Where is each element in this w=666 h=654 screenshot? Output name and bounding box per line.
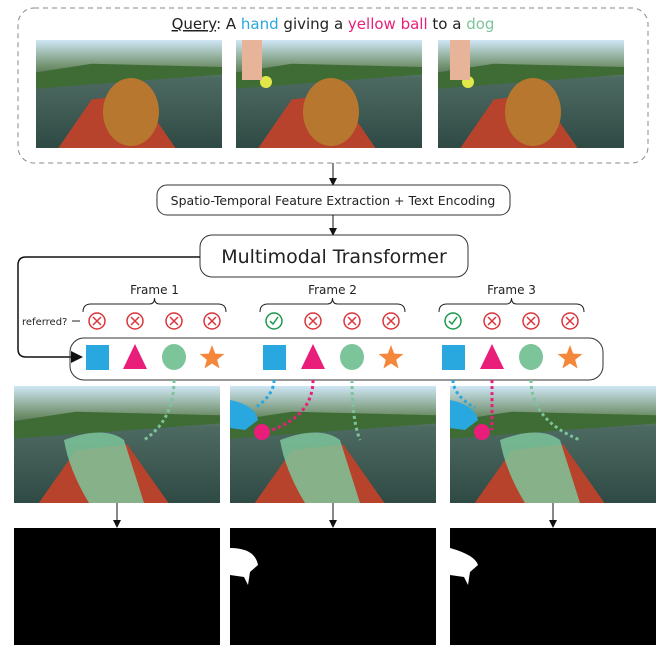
hand-mask [450, 548, 478, 585]
star-query [378, 345, 404, 369]
check-icon [265, 312, 283, 330]
frame-label: Frame 3 [487, 283, 536, 297]
dog [103, 78, 159, 146]
circle-query [340, 344, 364, 370]
output-arrow [17, 256, 200, 363]
frame-label: Frame 2 [308, 283, 357, 297]
dog-pointer [143, 379, 176, 442]
triangle-query [123, 344, 147, 369]
segmented-frame-1 [14, 386, 220, 503]
query-part: hand [241, 15, 279, 33]
dog-pointer [350, 379, 362, 441]
ball-pointer [271, 379, 315, 432]
square-query [86, 345, 109, 370]
query-text: Query: A hand giving a yellow ball to a … [172, 15, 495, 33]
cross-icon [304, 312, 322, 330]
dog [303, 78, 359, 146]
square-query [442, 345, 465, 370]
cross-icon [382, 312, 400, 330]
cross-icon [483, 312, 501, 330]
check-icon [444, 312, 462, 330]
dog-pointer [529, 379, 581, 442]
frame-label: Frame 1 [130, 283, 179, 297]
cross-icon [343, 312, 361, 330]
frame-brace [259, 297, 406, 313]
star-query [557, 345, 583, 369]
hand-mask-overlay [230, 400, 258, 430]
star-query [199, 345, 225, 369]
cross-icon [126, 312, 144, 330]
triangle-query [480, 344, 504, 369]
query-part: giving a [279, 15, 348, 33]
query-part: : A [216, 15, 241, 33]
binary-mask-3 [450, 528, 656, 645]
binary-mask-2 [230, 528, 436, 645]
circle-query [162, 344, 186, 370]
binary-mask-1 [14, 528, 220, 645]
ball-mask-overlay [474, 424, 490, 440]
multimodal-transformer-box [199, 234, 469, 278]
circle-query [519, 344, 543, 370]
cross-icon [165, 312, 183, 330]
cross-icon [522, 312, 540, 330]
dog-mask-overlay [280, 432, 360, 503]
hand-mask [230, 548, 258, 585]
cross-icon [88, 312, 106, 330]
object-queries-box [69, 337, 604, 381]
segmented-frame-2 [230, 386, 436, 503]
hand [242, 40, 262, 80]
input-frame-1 [36, 40, 222, 148]
hand-mask-overlay [450, 400, 478, 430]
multimodal-transformer-label: Multimodal Transformer [221, 246, 447, 268]
hand-pointer [451, 379, 476, 410]
input-frame-3 [438, 40, 624, 148]
feature-extraction-label: Spatio-Temporal Feature Extraction + Tex… [171, 193, 496, 208]
query-frame [17, 7, 649, 164]
triangle-query [301, 344, 325, 369]
dog [505, 78, 561, 146]
hand-pointer [254, 379, 276, 410]
referred-label: referred? [22, 317, 67, 328]
query-label: Query [172, 15, 218, 33]
query-part: yellow ball [348, 15, 428, 33]
dog-mask-overlay [500, 432, 580, 503]
square-query [263, 345, 286, 370]
frame-brace [82, 297, 227, 313]
cross-icon [561, 312, 579, 330]
cross-icon [203, 312, 221, 330]
segmented-frame-3 [450, 386, 656, 503]
query-part: to a [428, 15, 467, 33]
input-frame-2 [236, 40, 422, 148]
dog-mask-overlay [64, 432, 144, 503]
query-part: dog [466, 15, 494, 33]
yellow-ball [260, 76, 272, 88]
hand [450, 40, 470, 80]
ball-mask-overlay [254, 424, 270, 440]
frame-brace [438, 297, 585, 313]
